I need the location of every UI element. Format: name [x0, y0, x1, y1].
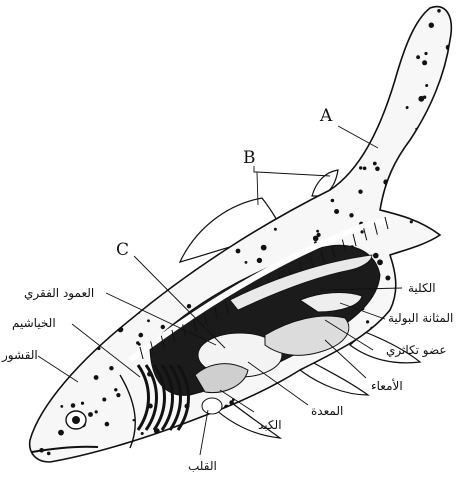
label-kidney: الكلية	[408, 281, 436, 295]
label-spine: العمود الفقري	[24, 286, 94, 300]
label-bladder: المثانة البولية	[388, 311, 453, 325]
pelvic-fin	[300, 362, 368, 395]
label-a: A	[320, 106, 332, 126]
label-b: B	[243, 148, 256, 168]
label-intestine: الأمعاء	[371, 379, 403, 393]
label-c: C	[116, 240, 129, 260]
label-liver: الكبد	[258, 418, 282, 432]
pupil	[72, 416, 80, 424]
label-heart: القلب	[188, 459, 217, 473]
label-scales: القشور	[2, 348, 38, 362]
label-gills: الخياشيم	[12, 316, 56, 330]
label-stomach: المعدة	[311, 404, 343, 418]
label-gonad: عضو تكاثري	[386, 343, 447, 357]
heart-organ	[202, 398, 222, 414]
